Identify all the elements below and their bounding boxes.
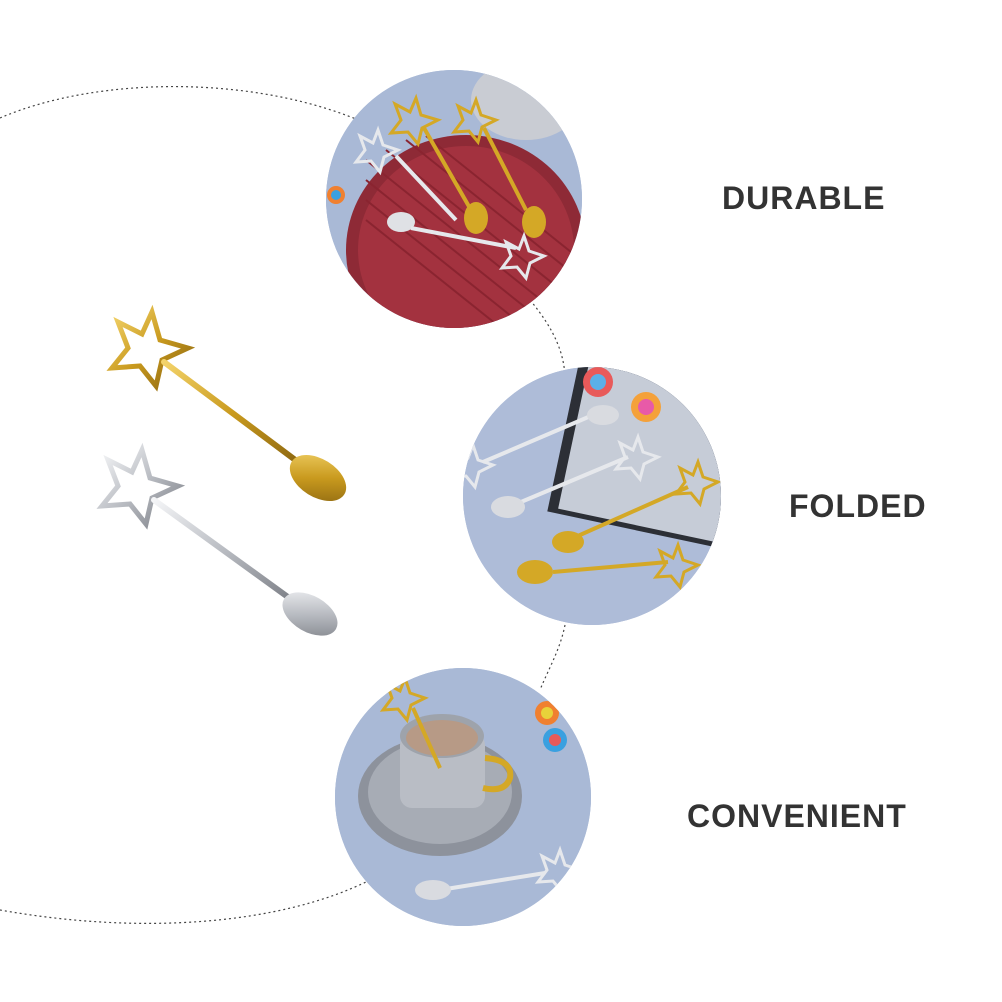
durable-label: DURABLE [722,180,886,216]
folded-photo [463,367,721,625]
gold-star-spoon-icon [106,304,347,502]
folded-label: FOLDED [789,488,927,524]
convenient-label: CONVENIENT [687,798,907,834]
silver-star-spoon-icon [96,442,338,636]
convenient-photo [335,668,591,926]
durable-photo [326,70,582,328]
product-spoons-image [96,304,347,636]
